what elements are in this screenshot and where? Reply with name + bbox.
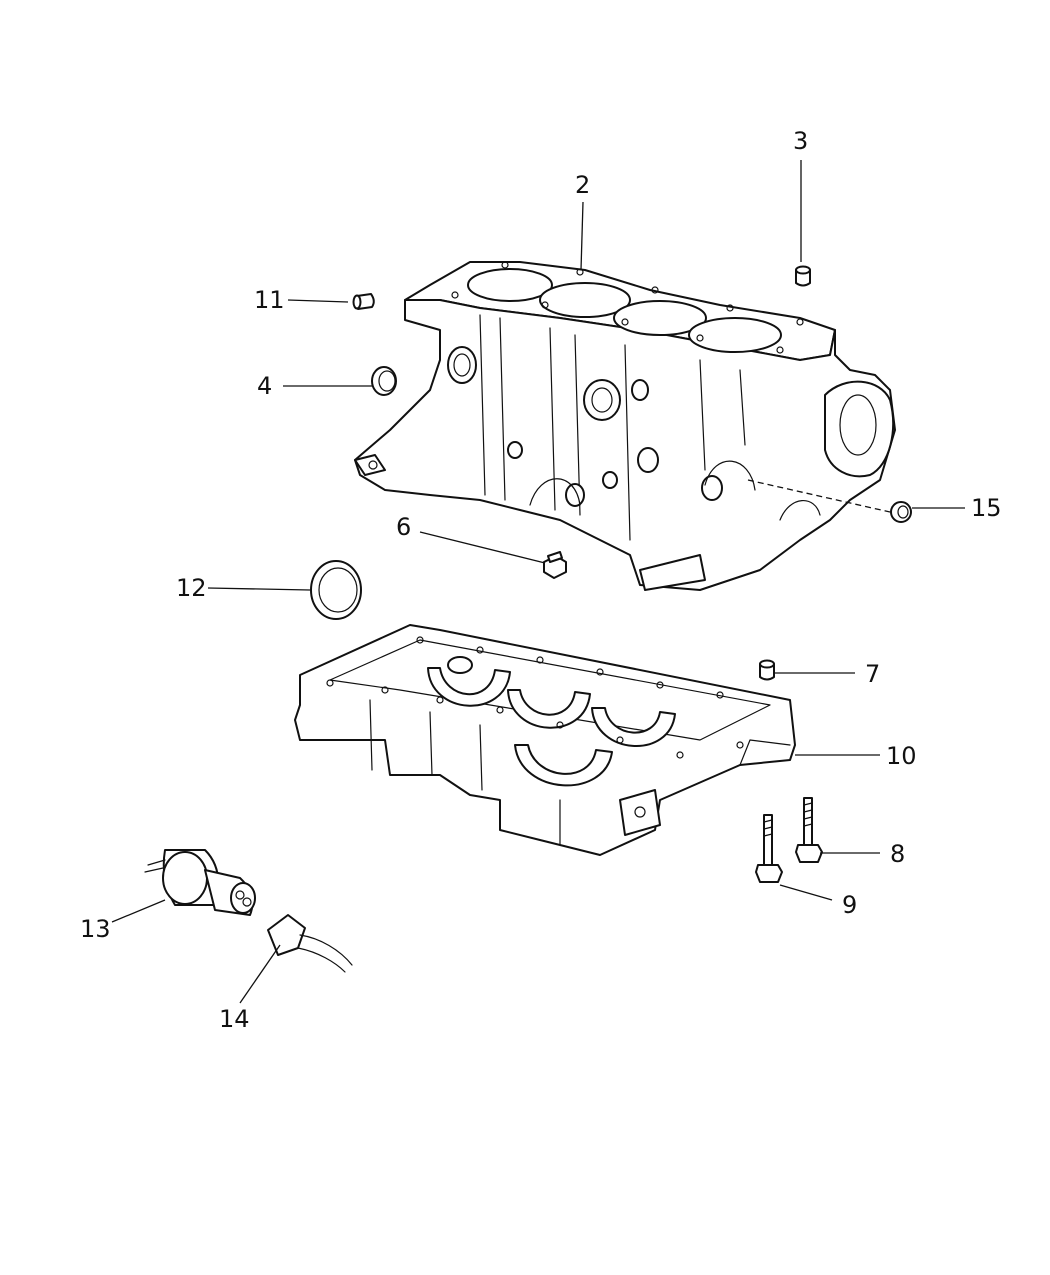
callout-3: 3: [793, 127, 808, 155]
cylinder-block: [354, 261, 896, 591]
connector-14: [267, 914, 353, 973]
dowel-pin-3: [795, 265, 811, 287]
plug-15: [890, 501, 912, 523]
callout-6: 6: [396, 513, 411, 541]
leader-lines: [111, 160, 965, 1004]
rear-main-seal-12: [310, 560, 362, 620]
seal-4: [371, 366, 397, 396]
callout-8: 8: [890, 840, 905, 868]
callout-12: 12: [176, 574, 207, 602]
callout-labels: 2 3 11 4 6 15 12 7 10 8 9 13 14: [80, 127, 1002, 1033]
callout-9: 9: [842, 891, 857, 919]
bolt-8: [795, 797, 823, 863]
dowel-pin-7: [759, 659, 775, 681]
callout-4: 4: [257, 372, 272, 400]
callout-10: 10: [886, 742, 917, 770]
callout-7: 7: [865, 660, 880, 688]
dowel-pin-11: [352, 293, 375, 310]
callout-13: 13: [80, 915, 111, 943]
callout-15: 15: [971, 494, 1002, 522]
callout-14: 14: [219, 1005, 250, 1033]
bolt-9: [755, 814, 783, 883]
plug-6: [543, 551, 567, 579]
sensor-13: [144, 849, 256, 916]
callout-2: 2: [575, 171, 590, 199]
bedplate: [294, 624, 796, 856]
callout-11: 11: [254, 286, 285, 314]
assembly-line-15: [747, 479, 891, 513]
